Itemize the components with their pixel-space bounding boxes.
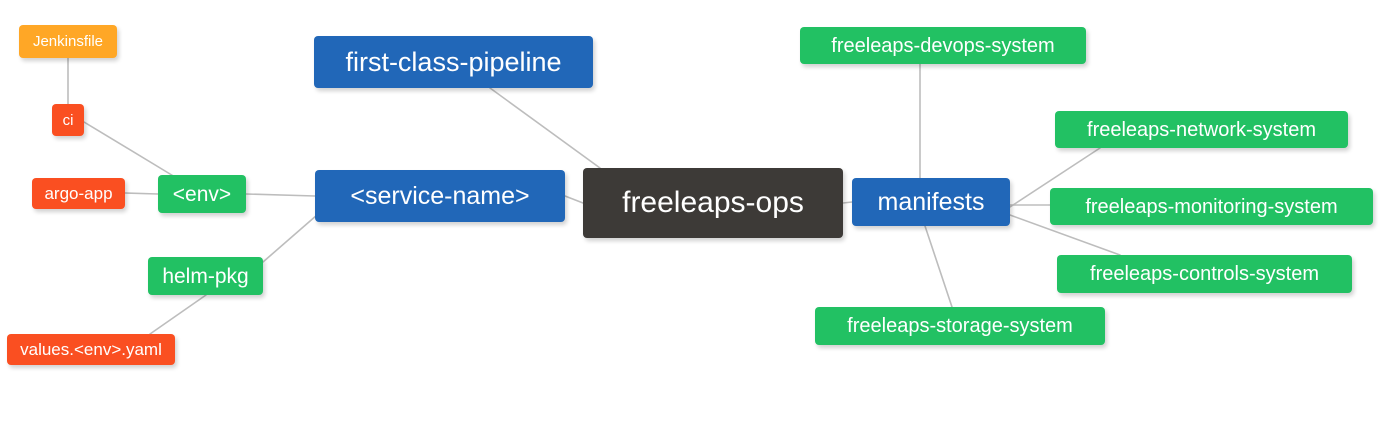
edge-service-name-to-helm-pkg: [262, 214, 318, 263]
edge-helm-pkg-to-values-env-yaml: [149, 294, 207, 335]
mindmap-node-jenkinsfile[interactable]: Jenkinsfile: [19, 25, 117, 58]
node-label-values-env-yaml: values.<env>.yaml: [20, 340, 162, 359]
mindmap-node-freeleaps-network-system[interactable]: freeleaps-network-system: [1055, 111, 1348, 148]
mindmap-node-ci[interactable]: ci: [52, 104, 84, 136]
node-label-manifests: manifests: [877, 187, 985, 216]
mindmap-node-first-class-pipeline[interactable]: first-class-pipeline: [314, 36, 593, 88]
edge-freeleaps-ops-to-service-name: [564, 195, 584, 204]
node-label-argo-app: argo-app: [44, 184, 113, 203]
node-label-first-class-pipeline: first-class-pipeline: [345, 46, 562, 77]
node-label-freeleaps-monitoring-system: freeleaps-monitoring-system: [1085, 195, 1338, 218]
edge-service-name-to-env: [245, 193, 316, 197]
mindmap-node-freeleaps-controls-system[interactable]: freeleaps-controls-system: [1057, 255, 1352, 293]
node-label-service-name: <service-name>: [350, 181, 530, 210]
node-label-jenkinsfile: Jenkinsfile: [32, 33, 104, 50]
mindmap-node-freeleaps-storage-system[interactable]: freeleaps-storage-system: [815, 307, 1105, 345]
mindmap-node-env[interactable]: <env>: [158, 175, 246, 213]
edge-freeleaps-ops-to-manifests: [842, 201, 853, 204]
mindmap-node-freeleaps-devops-system[interactable]: freeleaps-devops-system: [800, 27, 1086, 64]
edge-manifests-to-freeleaps-storage-system: [924, 225, 953, 308]
edge-freeleaps-ops-to-first-class-pipeline: [489, 87, 601, 169]
edge-env-to-ci: [83, 121, 176, 178]
node-label-freeleaps-network-system: freeleaps-network-system: [1087, 118, 1316, 141]
node-label-env: <env>: [172, 182, 232, 206]
mindmap-node-argo-app[interactable]: argo-app: [32, 178, 125, 209]
mindmap-node-freeleaps-ops[interactable]: freeleaps-ops: [583, 168, 843, 238]
mindmap-node-values-env-yaml[interactable]: values.<env>.yaml: [7, 334, 175, 365]
node-label-freeleaps-controls-system: freeleaps-controls-system: [1090, 263, 1319, 285]
edge-env-to-argo-app: [124, 192, 159, 195]
node-label-freeleaps-storage-system: freeleaps-storage-system: [847, 315, 1073, 337]
mindmap-node-helm-pkg[interactable]: helm-pkg: [148, 257, 263, 295]
mindmap-node-freeleaps-monitoring-system[interactable]: freeleaps-monitoring-system: [1050, 188, 1373, 225]
node-label-helm-pkg: helm-pkg: [162, 264, 249, 288]
mindmap-node-service-name[interactable]: <service-name>: [315, 170, 565, 222]
node-label-freeleaps-ops: freeleaps-ops: [622, 186, 804, 219]
mindmap-node-manifests[interactable]: manifests: [852, 178, 1010, 226]
node-label-ci: ci: [62, 111, 74, 129]
node-label-freeleaps-devops-system: freeleaps-devops-system: [831, 34, 1055, 57]
